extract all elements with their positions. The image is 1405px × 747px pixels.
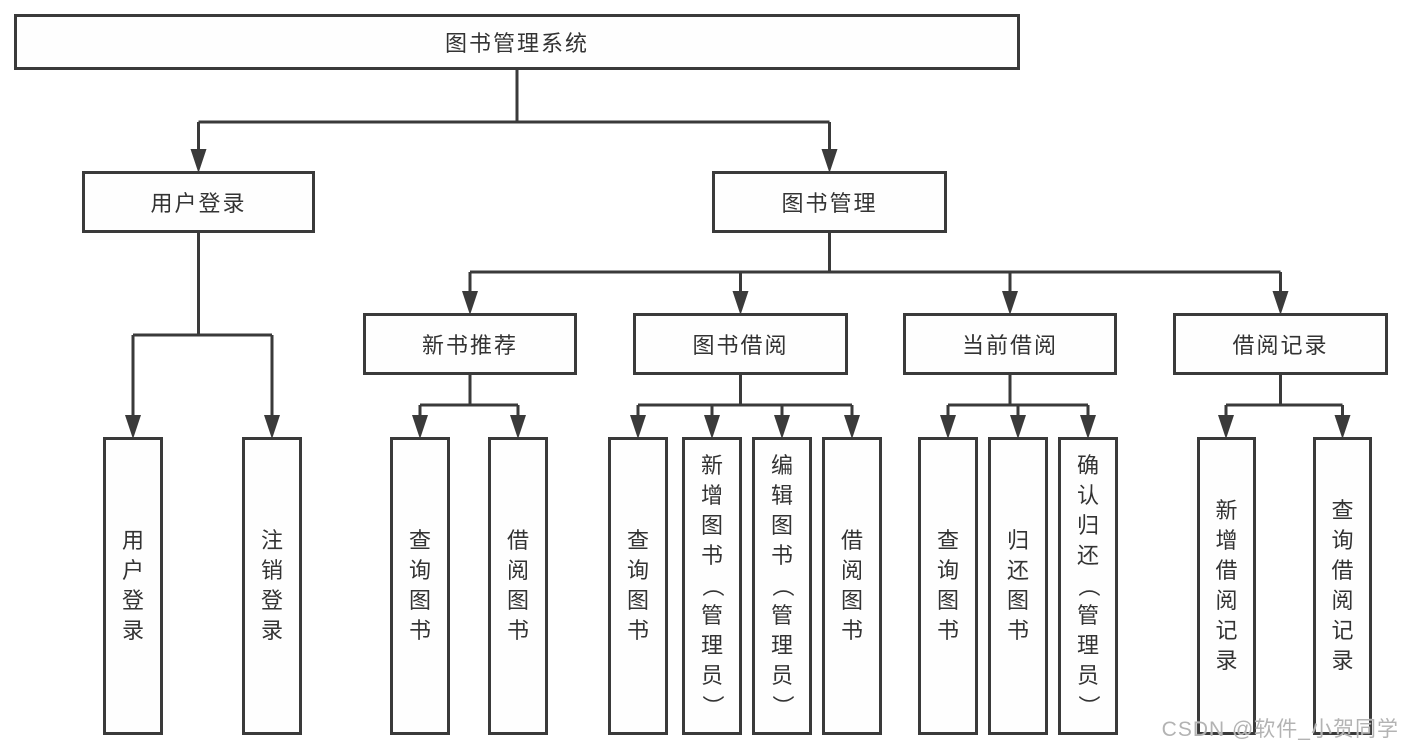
node-label: 用户登录 (121, 528, 144, 643)
node-label: 图书管理 (781, 191, 878, 216)
connector-bookborrow-to-leaves (636, 375, 854, 416)
leaf-current-return-books: 归还图书 (988, 437, 1048, 735)
leaf-current-confirm-return-admin: 确认归还（管理员） (1058, 437, 1118, 735)
node-book-borrow: 图书借阅 (633, 313, 848, 375)
leaf-records-query-record: 查询借阅记录 (1313, 437, 1372, 735)
node-label: 确认归还（管理员） (1075, 453, 1101, 718)
leaf-borrow-query-books: 查询图书 (608, 437, 668, 735)
node-label: 注销登录 (260, 528, 283, 643)
node-label: 查询借阅记录 (1331, 498, 1354, 673)
node-label: 归还图书 (1006, 528, 1029, 643)
node-label: 用户登录 (150, 191, 247, 216)
node-new-book-recommend: 新书推荐 (363, 313, 577, 375)
leaf-borrow-borrow-books: 借阅图书 (822, 437, 882, 735)
node-label: 新书推荐 (421, 333, 518, 358)
leaf-borrow-add-books-admin: 新增图书（管理员） (682, 437, 742, 735)
node-book-management: 图书管理 (712, 171, 947, 233)
node-root-system: 图书管理系统 (14, 14, 1020, 70)
leaf-user-login: 用户登录 (103, 437, 163, 735)
node-label: 借阅图书 (840, 528, 863, 643)
connector-root-to-level2 (197, 70, 831, 150)
connector-bookmgmt-to-level3 (468, 233, 1282, 292)
csdn-watermark: CSDN @软件_小贺同学 (1161, 718, 1399, 741)
node-label: 查询图书 (626, 528, 649, 643)
connector-borrowrecords-to-leaves (1224, 375, 1344, 416)
node-label: 新增图书（管理员） (699, 453, 725, 718)
node-user-login: 用户登录 (82, 171, 315, 233)
node-label: 图书借阅 (692, 333, 789, 358)
node-label: 查询图书 (408, 528, 431, 643)
leaf-recommend-query-books: 查询图书 (390, 437, 450, 735)
node-label: 查询图书 (936, 528, 959, 643)
node-label: 图书管理系统 (444, 31, 589, 56)
connector-currentborrow-to-leaves (946, 375, 1090, 416)
node-current-borrow: 当前借阅 (903, 313, 1117, 375)
connector-userlogin-to-leaves (131, 233, 274, 416)
node-label: 当前借阅 (961, 333, 1058, 358)
connector-newbookrec-to-leaves (418, 375, 520, 416)
leaf-logout: 注销登录 (242, 437, 302, 735)
node-label: 借阅图书 (506, 528, 529, 643)
node-label: 借阅记录 (1232, 333, 1329, 358)
leaf-current-query-books: 查询图书 (918, 437, 978, 735)
node-label: 新增借阅记录 (1215, 498, 1238, 673)
leaf-borrow-edit-books-admin: 编辑图书（管理员） (752, 437, 812, 735)
leaf-records-add-record: 新增借阅记录 (1197, 437, 1256, 735)
node-label: 编辑图书（管理员） (769, 453, 795, 718)
leaf-recommend-borrow-books: 借阅图书 (488, 437, 548, 735)
node-borrow-records: 借阅记录 (1173, 313, 1388, 375)
